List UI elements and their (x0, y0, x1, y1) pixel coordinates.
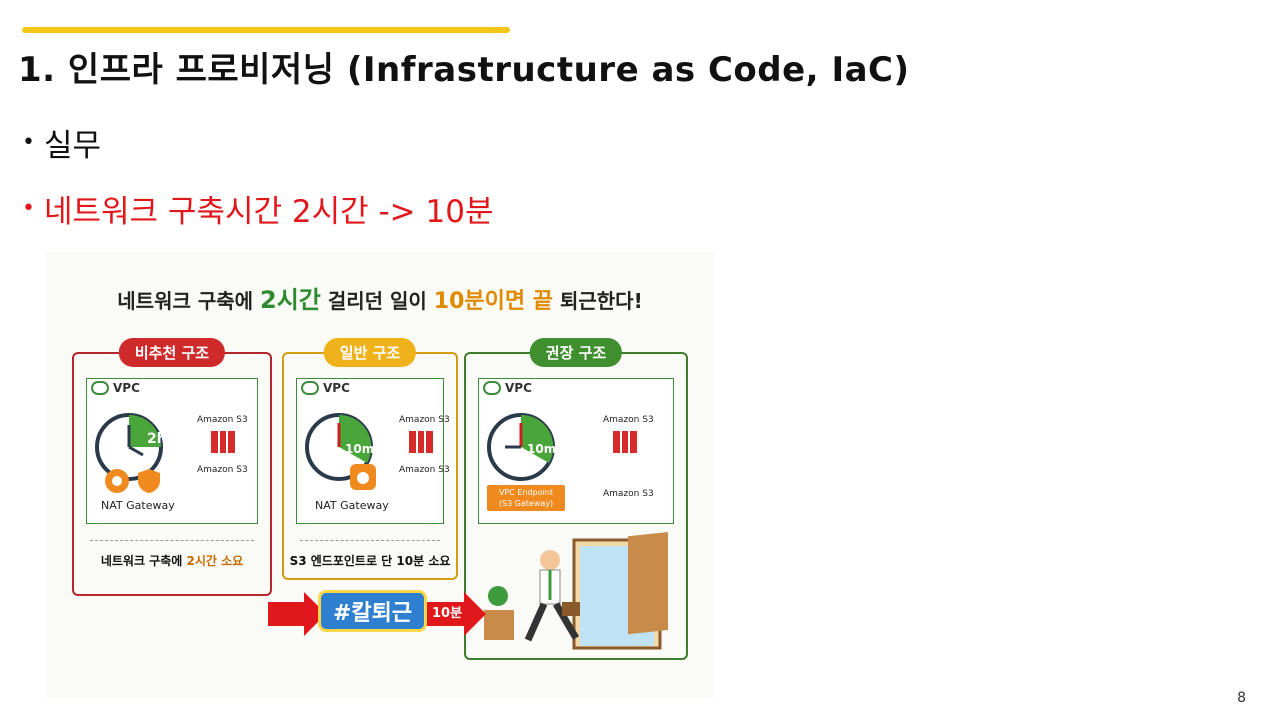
s3-label: Amazon S3 (399, 415, 450, 425)
headline-time: 2시간 (260, 286, 321, 314)
s3-label: Amazon S3 (197, 415, 248, 425)
vpc-tag: VPC (479, 379, 536, 397)
s3-label: Amazon S3 (399, 465, 450, 475)
nat-gateway-icon (105, 469, 129, 493)
bullet-list: • 실무 • 네트워크 구축시간 2시간 -> 10분 (22, 120, 493, 252)
clock-label: 2h (147, 431, 167, 447)
panel-badge: 비추천 구조 (118, 338, 226, 367)
nat-gateway-label: NAT Gateway (101, 499, 175, 512)
network-infographic: 네트워크 구축에 2시간 걸리던 일이 10분이면 끝 퇴근한다! 비추천 구조… (46, 252, 714, 698)
page-number: 8 (1237, 690, 1246, 706)
nat-gateway-label: NAT Gateway (315, 499, 389, 512)
panel-footer: S3 엔드포인트로 단 10분 소요 (289, 554, 451, 568)
panel-badge: 일반 구조 (323, 338, 417, 367)
panel-footer: 네트워크 구축에 2시간 소요 (74, 552, 270, 569)
panel-recommended: 권장 구조 VPC 10m Amazon S3 Amazon S3 VPC (464, 338, 688, 660)
clock-label: 10m (345, 442, 374, 456)
vpc-endpoint-box: VPC Endpoint (S3 Gateway) (487, 485, 565, 511)
panel-badge: 권장 구조 (529, 338, 623, 367)
hashtag-label: #칼퇴근 (318, 590, 428, 632)
arrow-banner (268, 592, 486, 636)
slide-title: 1. 인프라 프로비저닝 (Infrastructure as Code, Ia… (18, 50, 910, 90)
s3-label: Amazon S3 (603, 489, 654, 499)
endpoint-sublabel: (S3 Gateway) (498, 499, 554, 508)
cloud-icon (301, 381, 319, 395)
cloud-icon (91, 381, 109, 395)
footer-divider (300, 540, 440, 541)
panel-not-recommended: 비추천 구조 VPC 2h Amazon S3 Amazon S3 (72, 338, 272, 596)
clock-icon: 2h (95, 413, 167, 481)
vpc-tag: VPC (297, 379, 354, 397)
amazon-s3-icon (211, 431, 235, 453)
clock-label: 10m (527, 442, 556, 456)
s3-label: Amazon S3 (197, 465, 248, 475)
footer-part: 네트워크 구축에 (100, 554, 187, 568)
vpc-box: VPC 2h Amazon S3 Amazon S3 (86, 378, 258, 524)
vpc-label: VPC (113, 381, 140, 395)
endpoint-label: VPC Endpoint (498, 488, 554, 497)
nat-gateway-icon (350, 464, 376, 490)
vpc-box: VPC 10m Amazon S3 Amazon S3 VPC Endpoint… (478, 378, 674, 524)
bullet-item-practice: • 실무 (22, 120, 493, 164)
bullet-dot: • (22, 129, 35, 155)
amazon-s3-icon (613, 431, 637, 453)
headline-ten-min: 10분이면 끝 (433, 289, 554, 314)
bullet-text: 실무 (44, 127, 102, 164)
title-accent-bar (22, 27, 510, 33)
footer-divider (90, 540, 254, 541)
shield-icon (138, 469, 160, 493)
vpc-box: VPC 10m Amazon S3 Amazon S3 NAT Gateway (296, 378, 450, 524)
vpc-label: VPC (323, 381, 350, 395)
footer-highlight: 2시간 소요 (186, 554, 244, 568)
bullet-item-network-time: • 네트워크 구축시간 2시간 -> 10분 (22, 186, 493, 230)
s3-label: Amazon S3 (603, 415, 654, 425)
leaving-work-illustration (484, 532, 668, 650)
bullet-dot: • (22, 195, 35, 221)
cloud-icon (483, 381, 501, 395)
headline-part: 걸리던 일이 (320, 289, 434, 313)
bullet-text: 네트워크 구축시간 2시간 -> 10분 (44, 193, 494, 230)
headline-part: 퇴근한다! (553, 289, 643, 313)
headline-part: 네트워크 구축에 (117, 289, 261, 313)
clock-icon: 10m (487, 413, 556, 481)
amazon-s3-icon (409, 431, 433, 453)
vpc-tag: VPC (87, 379, 144, 397)
infographic-headline: 네트워크 구축에 2시간 걸리던 일이 10분이면 끝 퇴근한다! (46, 280, 714, 315)
panel-general: 일반 구조 VPC 10m Amazon S3 Amazon S3 (282, 338, 458, 580)
arrow-ten-min-label: 10분 (432, 606, 463, 621)
clock-icon: 10m (305, 413, 374, 481)
vpc-label: VPC (505, 381, 532, 395)
